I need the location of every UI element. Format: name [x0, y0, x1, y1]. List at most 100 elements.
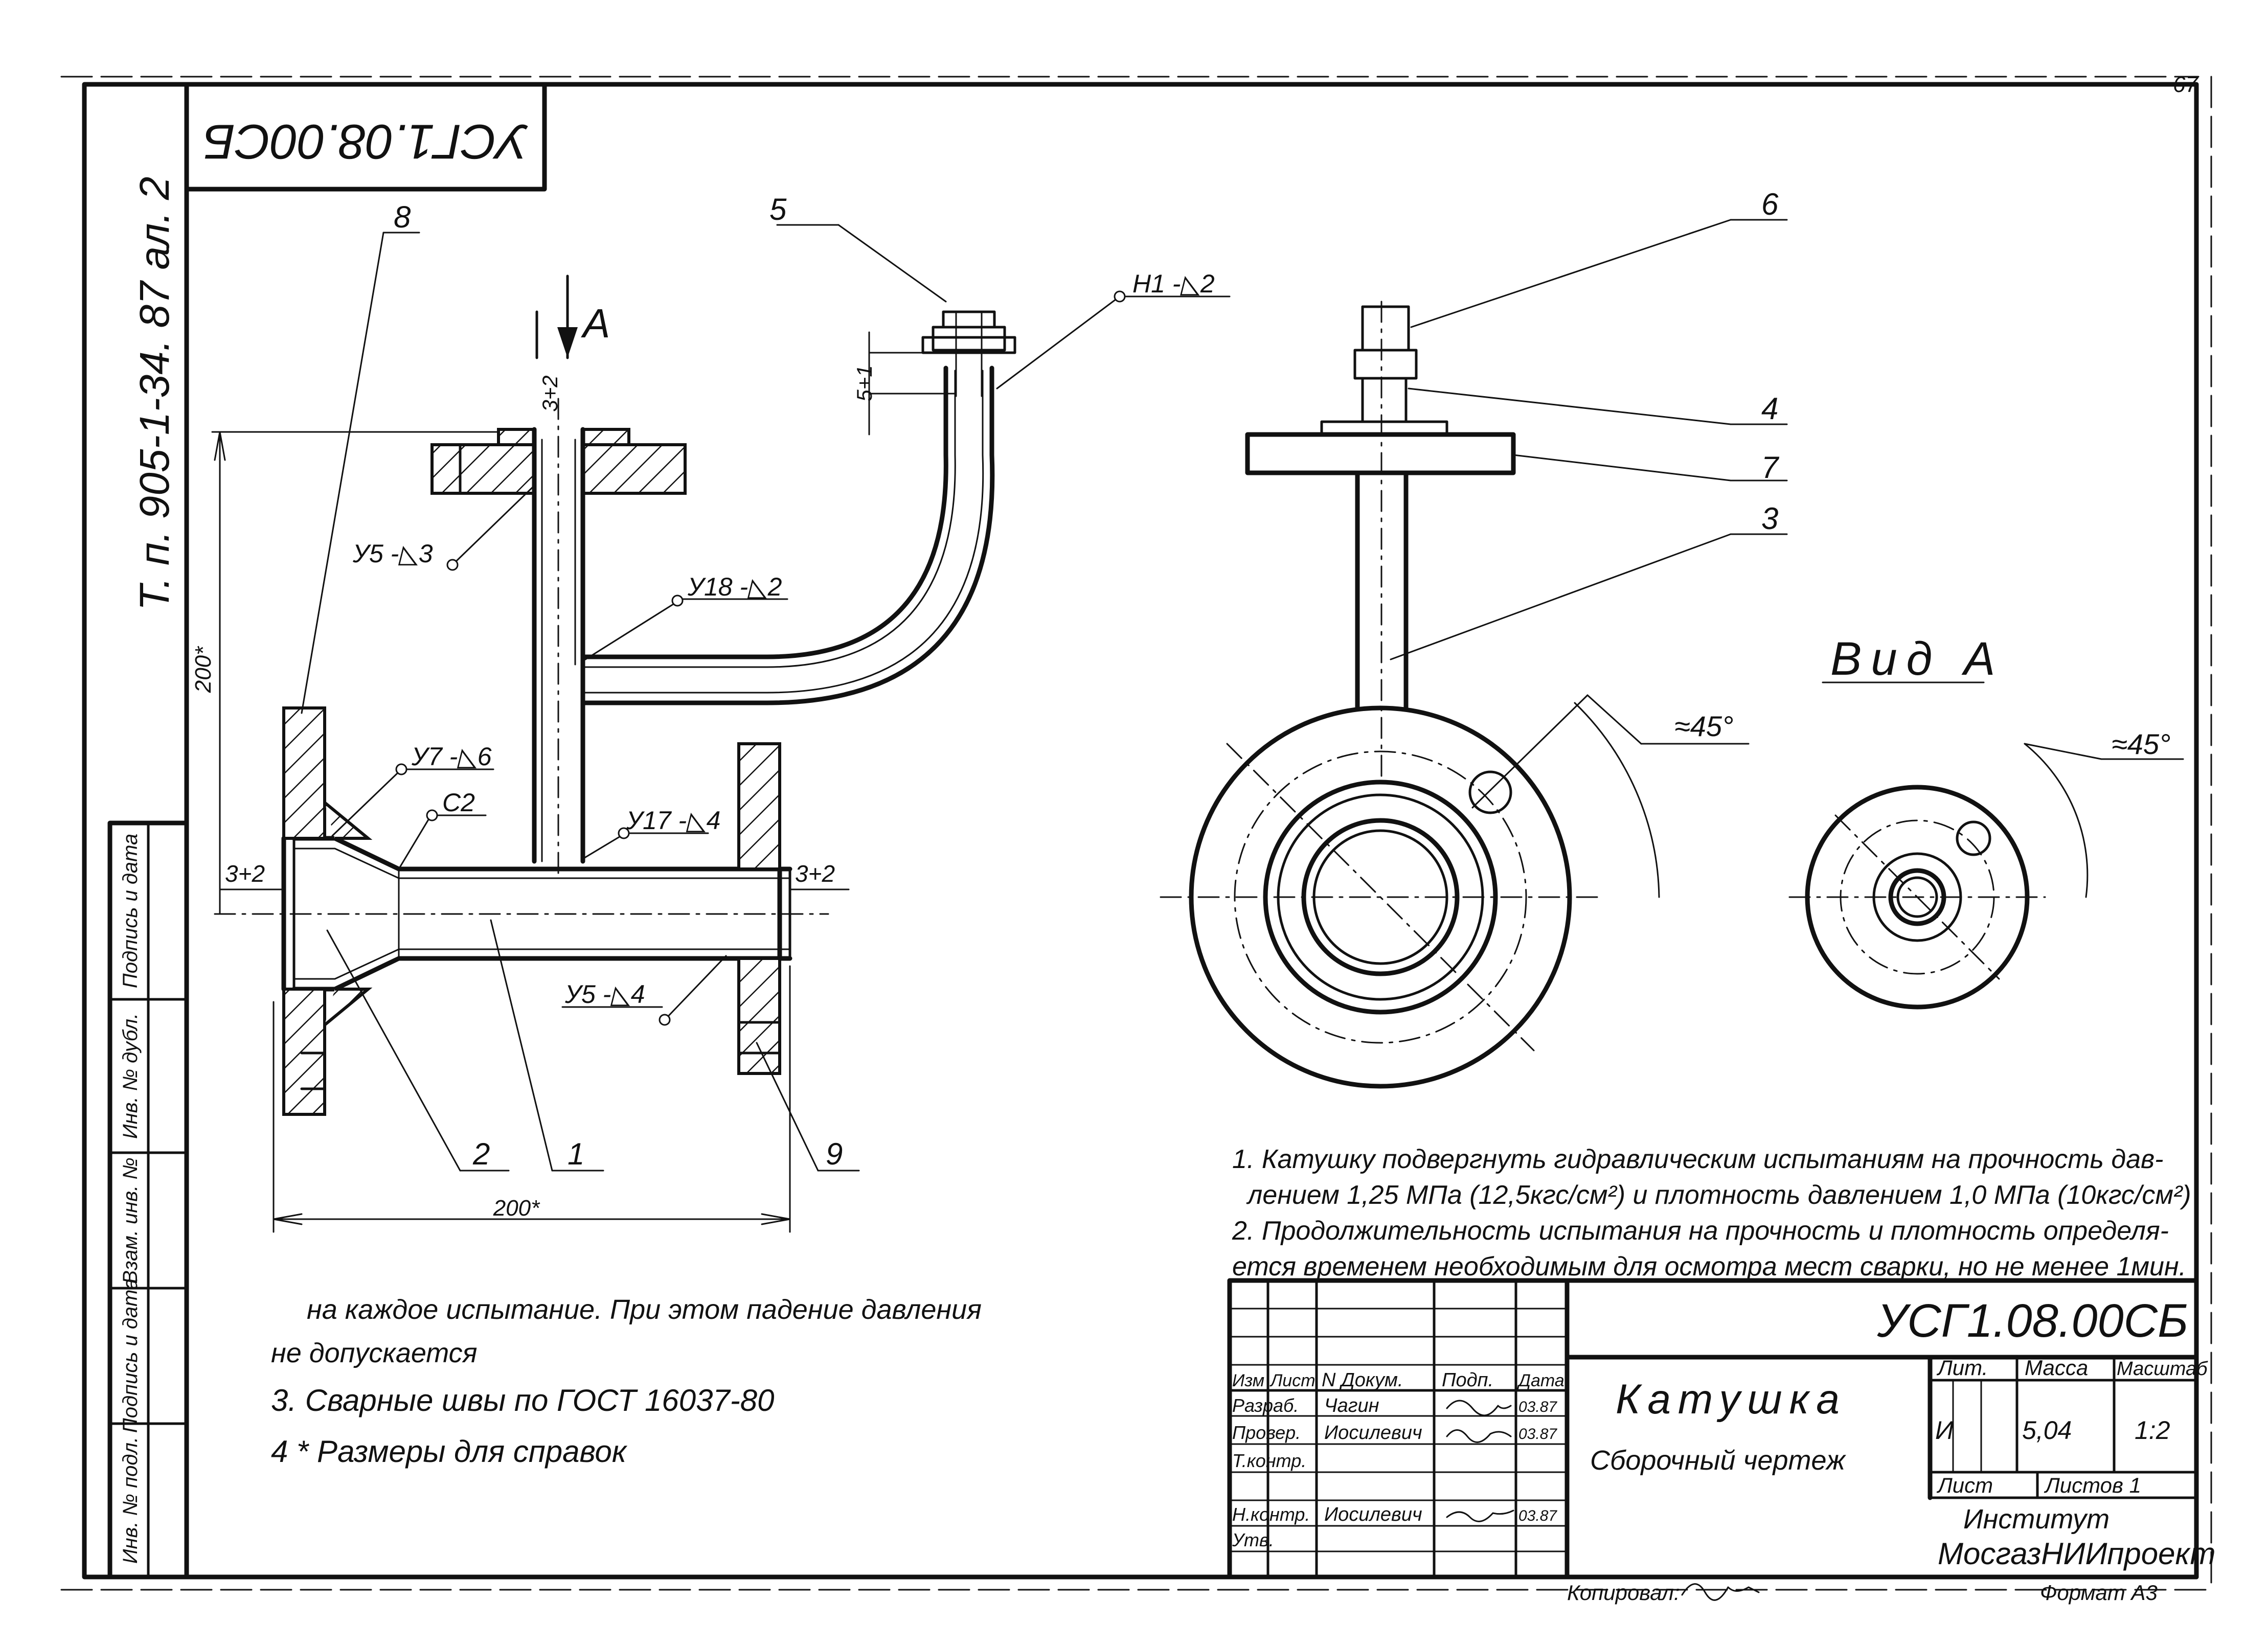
note-1a: 1. Катушку подвергнуть гидравлическим ис… [1232, 1145, 2163, 1174]
tb-lit-header: Лит. [1936, 1356, 1988, 1380]
doc-code-box [184, 82, 547, 192]
note-2a: 2. Продолжительность испытания на прочно… [1232, 1216, 2169, 1246]
dim-3-left-label: 3+2 [225, 860, 265, 887]
side-flange [1245, 432, 1516, 475]
tb-mass-header: Масса [2025, 1356, 2088, 1380]
tb-sheets-label: Листов 1 [2044, 1473, 2141, 1497]
left-strip: Инв. № подл. Подпись и дата Взам. инв. №… [107, 820, 189, 1580]
horizontal-body [214, 836, 829, 992]
dim-200-vertical [211, 431, 500, 915]
tb-hdr-izm: Изм [1232, 1371, 1264, 1390]
branch-fitting [921, 310, 1016, 397]
dim-200-vertical-label: 200* [191, 646, 216, 693]
left-flange [281, 706, 373, 1116]
tb-subtitle: Сборочный чертеж [1590, 1445, 1847, 1476]
tb-role-tcontr: Т.контр. [1232, 1450, 1306, 1471]
tb-date-ncontr: 03.87 [1518, 1507, 1557, 1524]
callout-5: 5 [769, 192, 787, 226]
tb-scale-header: Масштаб [2117, 1358, 2208, 1380]
note-2d: не допускается [271, 1338, 478, 1368]
side-bolt-hole [1468, 770, 1512, 814]
tb-date-check: 03.87 [1518, 1426, 1557, 1443]
tb-signature-ncontr [1446, 1509, 1514, 1522]
tb-role-check: Провер. [1232, 1422, 1301, 1443]
angle-label-view: ≈45° [2112, 728, 2170, 760]
note-3: 3. Сварные швы по ГОСТ 16037-80 [271, 1383, 775, 1417]
right-flange [737, 742, 791, 1075]
tb-hdr-list: Лист [1269, 1371, 1316, 1390]
angle-label-main: ≈45° [1674, 710, 1733, 742]
callout-6: 6 [1761, 187, 1779, 221]
callout-9: 9 [826, 1137, 843, 1171]
view-a-title: Вид А [1830, 633, 2004, 685]
branch-pipe [580, 365, 995, 705]
tb-name-dev: Чагин [1324, 1395, 1379, 1416]
dim-3-top-label: 3+2 [538, 375, 562, 411]
section-view: А 200* 200* 3+2 3+2 3+2 5+1 [191, 192, 1231, 1233]
note-1b: лением 1,25 МПа (12,5кгс/см²) и плотност… [1246, 1180, 2191, 1210]
callout-8: 8 [394, 200, 411, 234]
tb-org-line1: Институт [1963, 1504, 2110, 1535]
note-2b: ется временем необходимым для осмотра ме… [1232, 1252, 2186, 1282]
strip-label-inv-dubl: Инв. № дубл. [119, 1013, 142, 1139]
callout-1: 1 [568, 1137, 584, 1171]
weld-u5-3: У5 -◺3 [352, 539, 433, 568]
callout-7: 7 [1761, 450, 1780, 485]
side-cap [1361, 305, 1410, 352]
tb-hdr-doc: N Докум. [1322, 1369, 1403, 1391]
view-a-arrow [535, 274, 578, 359]
page-number: 67 [2173, 72, 2198, 97]
tb-hdr-sign: Подп. [1442, 1369, 1493, 1391]
side-view [1160, 219, 1788, 1089]
tb-role-ncontr: Н.контр. [1232, 1504, 1310, 1525]
position-leaders [301, 224, 947, 1172]
strip-label-vzam: Взам. инв. № [119, 1157, 142, 1284]
strip-label-podpis-1: Подпись и дата [119, 1278, 142, 1433]
tb-role-dev: Разраб. [1232, 1395, 1299, 1416]
angle-arc-view [2024, 743, 2089, 898]
tb-role-approve: Утв. [1232, 1529, 1274, 1550]
callout-2: 2 [472, 1137, 490, 1171]
weld-h1: Н1 -◺2 [1132, 269, 1215, 298]
vertical-pipe [532, 398, 585, 880]
view-a-arrow-label: А [581, 301, 610, 346]
weld-u18: У18 -◺2 [687, 573, 782, 601]
dim-200-horizontal [273, 965, 791, 1233]
notes: 1. Катушку подвергнуть гидравлическим ис… [271, 1145, 2191, 1469]
callout-4: 4 [1761, 392, 1778, 426]
weld-c2: С2 [442, 788, 475, 817]
title-block [1227, 1278, 2199, 1580]
weld-leaders [331, 290, 1231, 1026]
note-4: 4 * Размеры для справок [271, 1434, 628, 1469]
dim-3-right-label: 3+2 [795, 860, 835, 887]
tb-format: Формат А3 [2040, 1581, 2158, 1605]
strip-label-podpis-2: Подпись и дата [119, 834, 142, 989]
view-a [1788, 681, 2184, 1010]
dim-200-horizontal-label: 200* [493, 1196, 540, 1221]
tb-name: Катушка [1616, 1376, 1847, 1423]
tb-name-check: Иосилевич [1324, 1422, 1422, 1444]
strip-label-inv-podl: Инв. № подл. [119, 1437, 142, 1564]
top-flange [430, 428, 687, 495]
tb-name-ncontr: Иосилевич [1324, 1504, 1422, 1525]
tb-sheet-label: Лист [1936, 1473, 1993, 1497]
tb-lit-value: И [1935, 1416, 1954, 1445]
tb-signature-check [1446, 1429, 1512, 1443]
rotated-doc-code: УСГ1.08.00СБ [203, 115, 528, 169]
view-a-bolt-hole [1956, 820, 1991, 856]
side-nut [1353, 349, 1418, 380]
tb-designation: УСГ1.08.00СБ [1876, 1295, 2188, 1347]
dim-5-label: 5+1 [852, 365, 876, 401]
weld-u7: У7 -◺6 [411, 742, 492, 771]
tb-copied-by: Копировал: [1567, 1581, 1680, 1605]
weld-u17: У17 -◺4 [626, 806, 720, 835]
tb-org-line2: МосгазНИИпроект [1938, 1537, 2216, 1571]
tb-signature-dev [1446, 1400, 1512, 1416]
tb-scale-value: 1:2 [2135, 1416, 2170, 1445]
tb-date-dev: 03.87 [1518, 1399, 1557, 1415]
series-label: Т. п. 905-1-34. 87 ал. 2 [131, 177, 178, 611]
tb-copied-signature [1681, 1583, 1760, 1601]
side-nipple [1361, 377, 1408, 423]
